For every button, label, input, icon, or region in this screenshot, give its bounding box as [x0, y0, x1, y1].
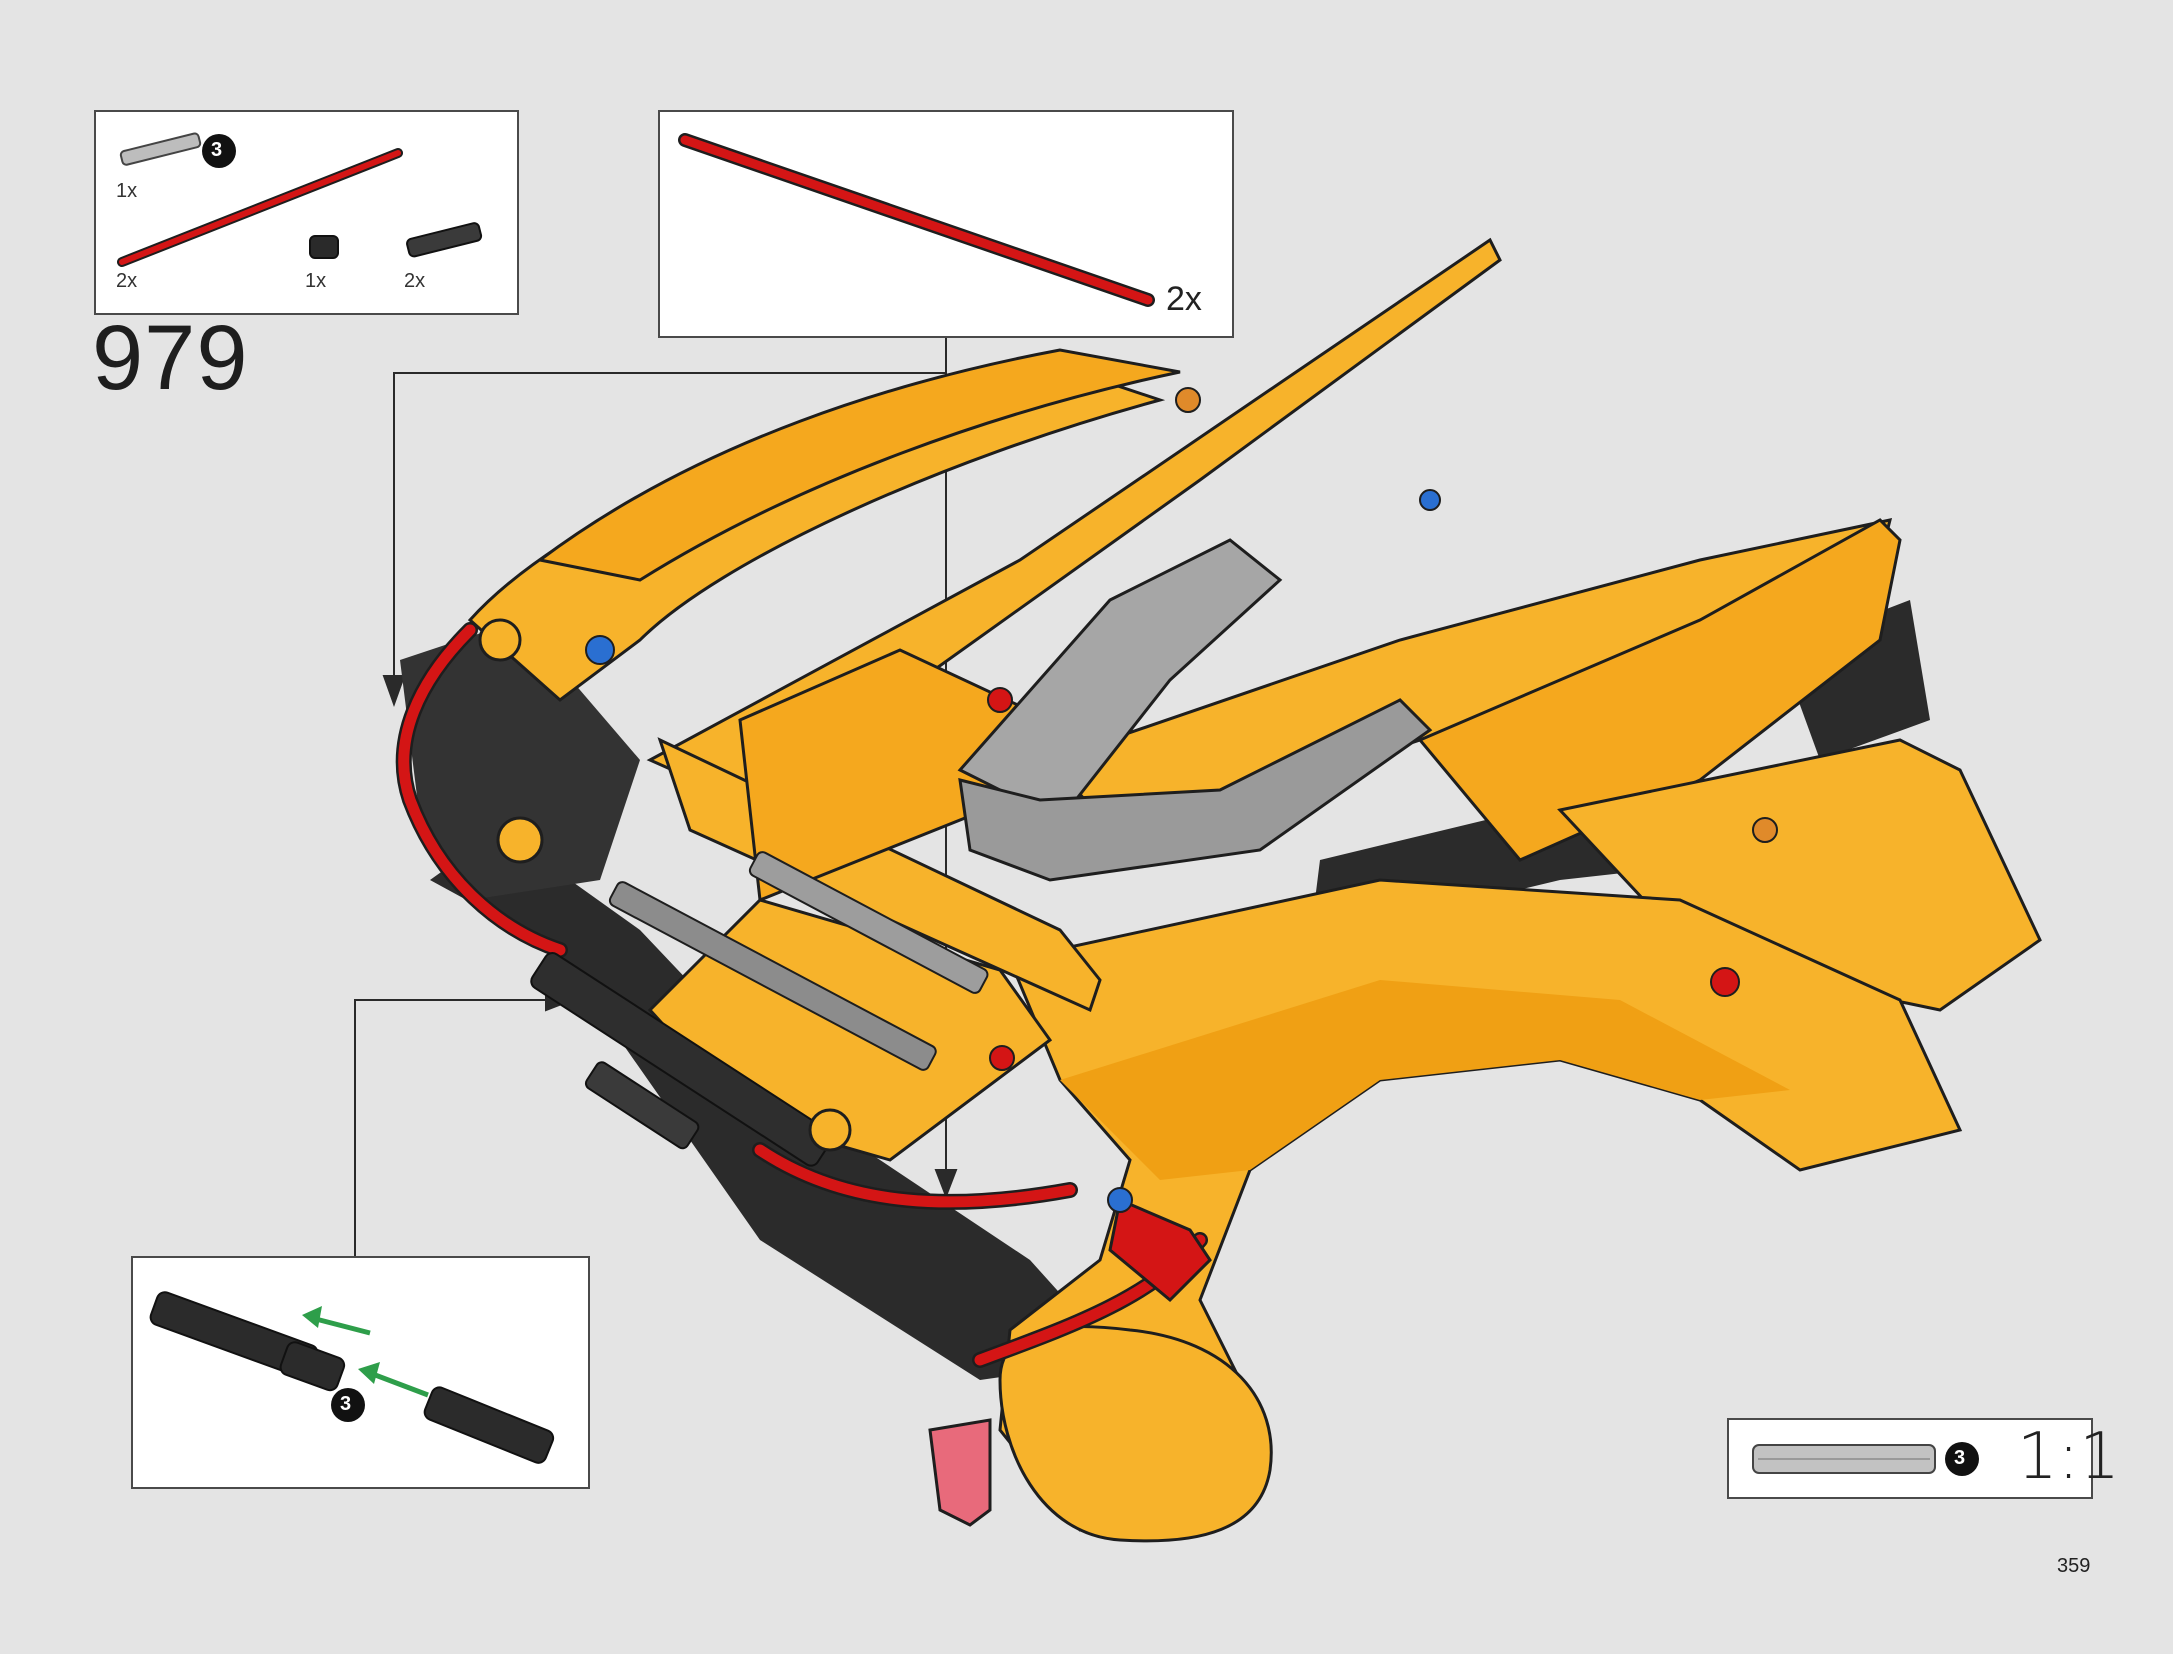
badge-callout-bottom-number: 3	[340, 1393, 352, 1415]
parts-qty-grey-axle: 1x	[116, 180, 138, 202]
black-chassis-left	[400, 620, 640, 900]
yellow-panel-right-wing	[1417, 518, 1902, 862]
parts-qty-black-connector: 1x	[305, 270, 327, 292]
parts-list-art	[94, 110, 519, 315]
step-number: 979	[92, 307, 249, 409]
reference-scale: 1:1	[2017, 1420, 2120, 1494]
red-pin	[1710, 967, 1740, 997]
yellow-arch-left	[467, 358, 1166, 702]
badge-reference	[1945, 1442, 1979, 1476]
yellow-body-shade	[1060, 980, 1790, 1180]
bottom-callout-art	[131, 1256, 590, 1489]
badge-parts-number: 3	[211, 139, 223, 161]
grey-axle-middle-2	[748, 851, 989, 994]
parts-qty-black-joiner: 2x	[404, 270, 426, 292]
top-callout-art	[658, 110, 1234, 338]
badge-reference-number: 3	[1954, 1447, 1966, 1469]
page-number: 359	[2057, 1555, 2091, 1577]
red-connector	[1108, 1197, 1212, 1303]
badge-parts-grey-axle	[202, 134, 236, 168]
pink-piece	[928, 1418, 992, 1527]
parts-qty-red-axle: 2x	[116, 270, 138, 292]
black-axle-assembly	[530, 952, 834, 1167]
grey-axle-middle-1	[608, 881, 937, 1071]
callout-top-qty: 2x	[1166, 280, 1202, 318]
reference-art	[1727, 1418, 2093, 1499]
grey-arm-lower	[958, 698, 1433, 882]
blue-pin	[585, 635, 615, 665]
badge-callout-bottom	[331, 1388, 365, 1422]
model-assembly	[395, 237, 2042, 1543]
yellow-pin	[496, 816, 544, 864]
yellow-arch-top	[536, 348, 1181, 582]
orange-pin	[1175, 387, 1201, 413]
